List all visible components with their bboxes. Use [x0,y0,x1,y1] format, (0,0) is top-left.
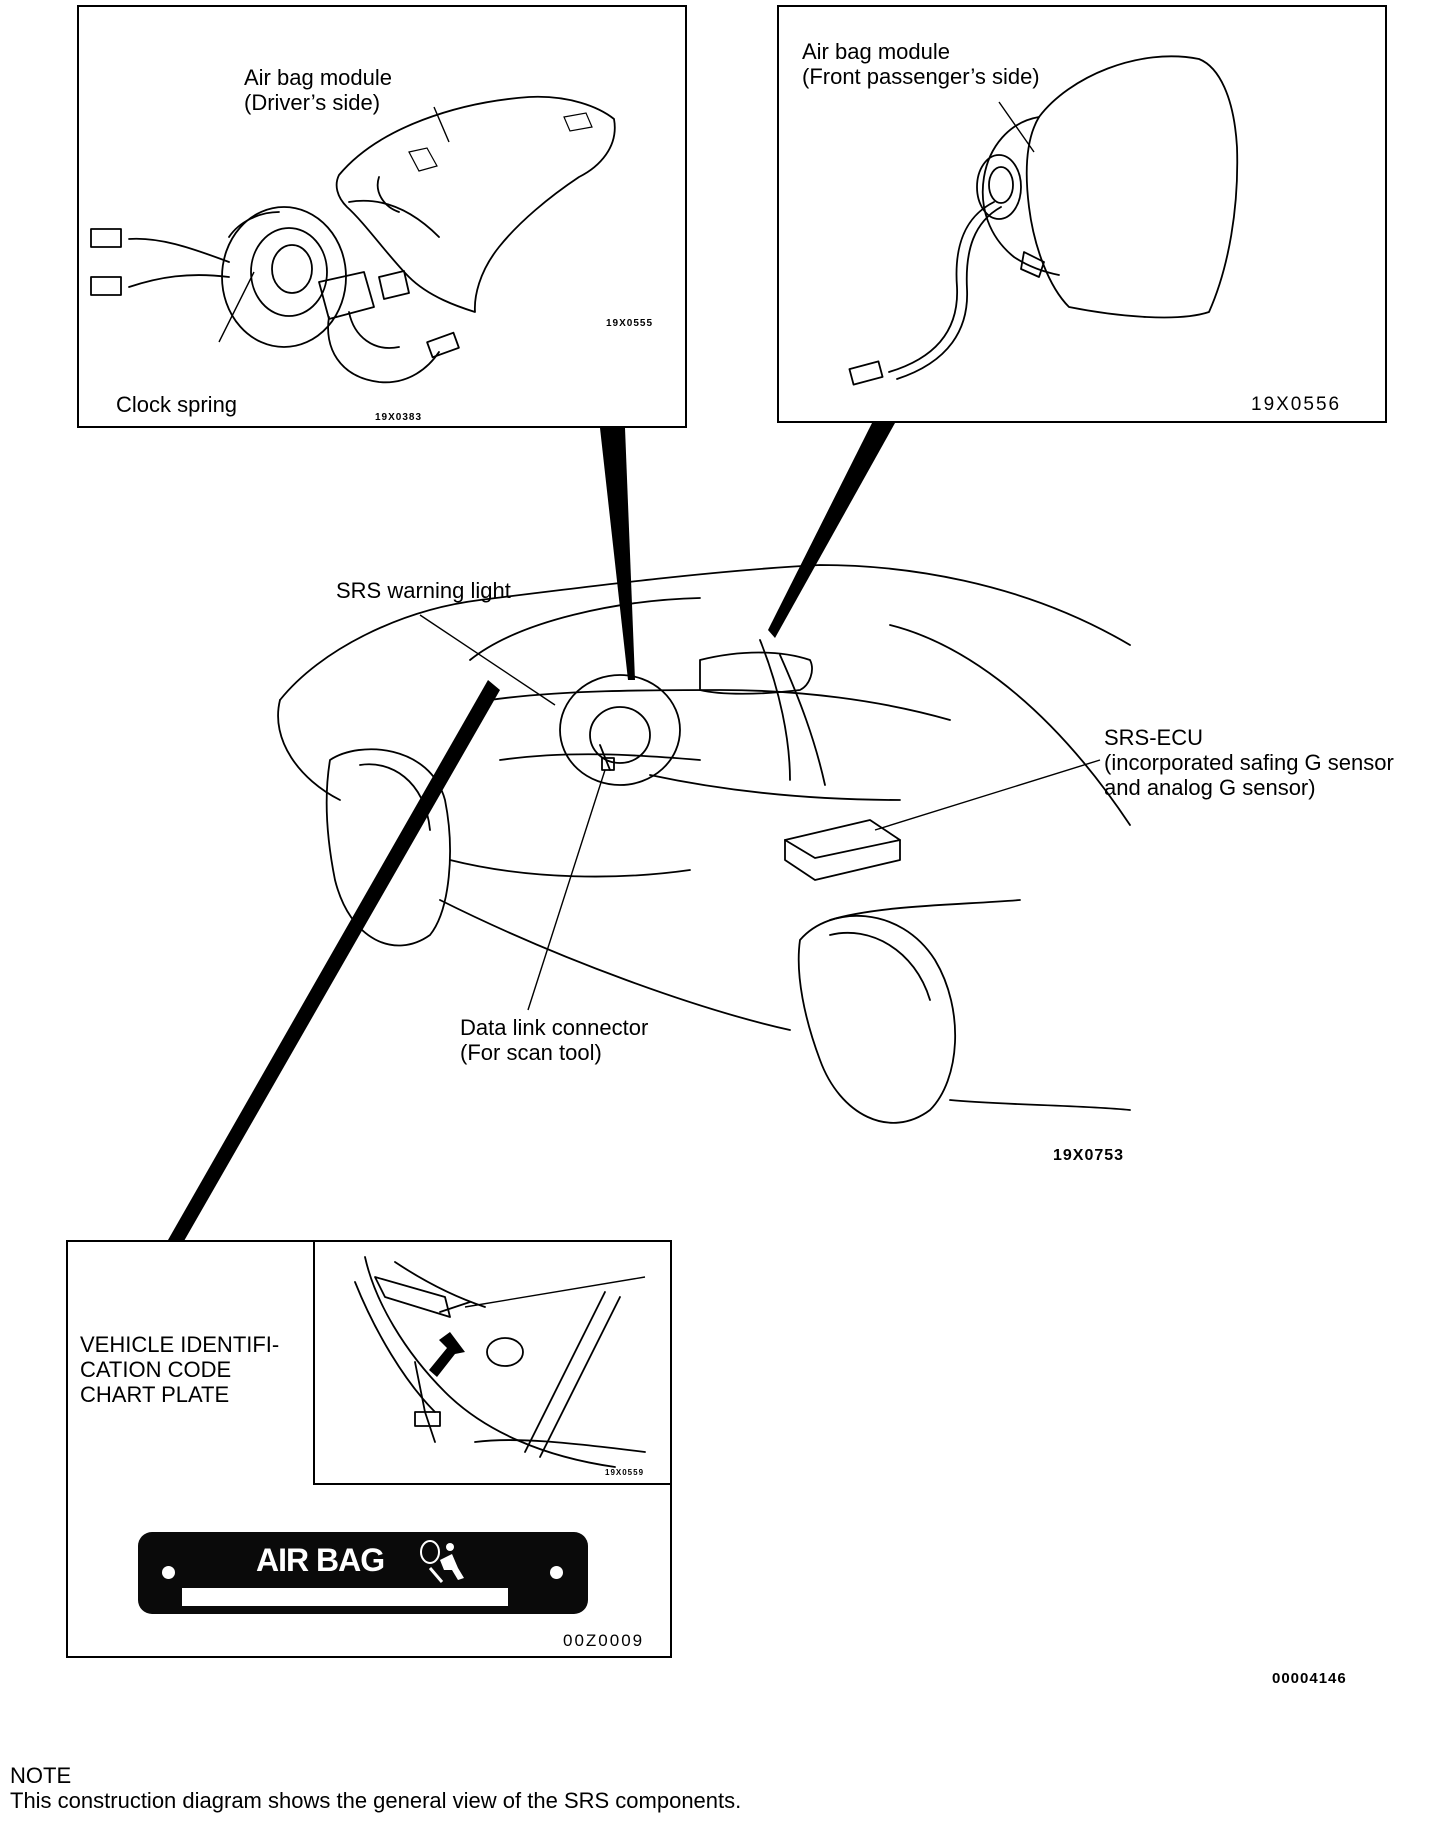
vin-plate-panel: VEHICLE IDENTIFI- CATION CODE CHART PLAT… [66,1240,672,1658]
plate-panel-pointer [168,680,500,1248]
air-bag-plate: AIR BAG [138,1532,588,1614]
plate-hole-left [162,1566,175,1579]
passenger-airbag-illustration [848,55,1239,386]
note-text: This construction diagram shows the gene… [10,1788,742,1813]
vehicle-figure-code: 19X0753 [1053,1147,1125,1164]
driver-airbag-illustration [90,95,616,384]
airbag-person-icon [420,1540,464,1583]
plate-hole-right [550,1566,563,1579]
driver-airbag-module-label: Air bag module (Driver’s side) [244,65,392,115]
srs-ecu-label: SRS-ECU (incorporated safing G sensor an… [1104,725,1394,800]
air-bag-plate-text: AIR BAG [256,1542,385,1578]
clock-spring-figure-code: 19X0383 [375,412,423,423]
plate-figure-code: 00Z0009 [563,1631,645,1650]
passenger-panel-pointer [768,423,895,638]
vin-location-figure-code: 19X0559 [605,1468,645,1477]
srs-warning-light-label: SRS warning light [336,578,511,603]
clock-spring-label: Clock spring [116,392,238,417]
figure-code: 00004146 [1272,1670,1347,1687]
passenger-module-figure-code: 19X0556 [1251,394,1342,415]
passenger-airbag-module-label: Air bag module (Front passenger’s side) [802,39,1040,89]
vin-plate-location-illustration [354,1256,646,1468]
data-link-connector-label: Data link connector (For scan tool) [460,1015,649,1065]
driver-module-figure-code: 19X0555 [606,318,654,329]
vin-plate-location-inset: 19X0559 [313,1240,672,1485]
passenger-airbag-panel: Air bag module (Front passenger’s side) … [777,5,1387,423]
driver-panel-pointer [600,428,635,680]
driver-airbag-panel: Air bag module (Driver’s side) Clock spr… [77,5,687,428]
note-heading: NOTE [10,1763,72,1788]
vin-plate-label: VEHICLE IDENTIFI- CATION CODE CHART PLAT… [80,1332,280,1407]
plate-blank-field [182,1588,508,1606]
